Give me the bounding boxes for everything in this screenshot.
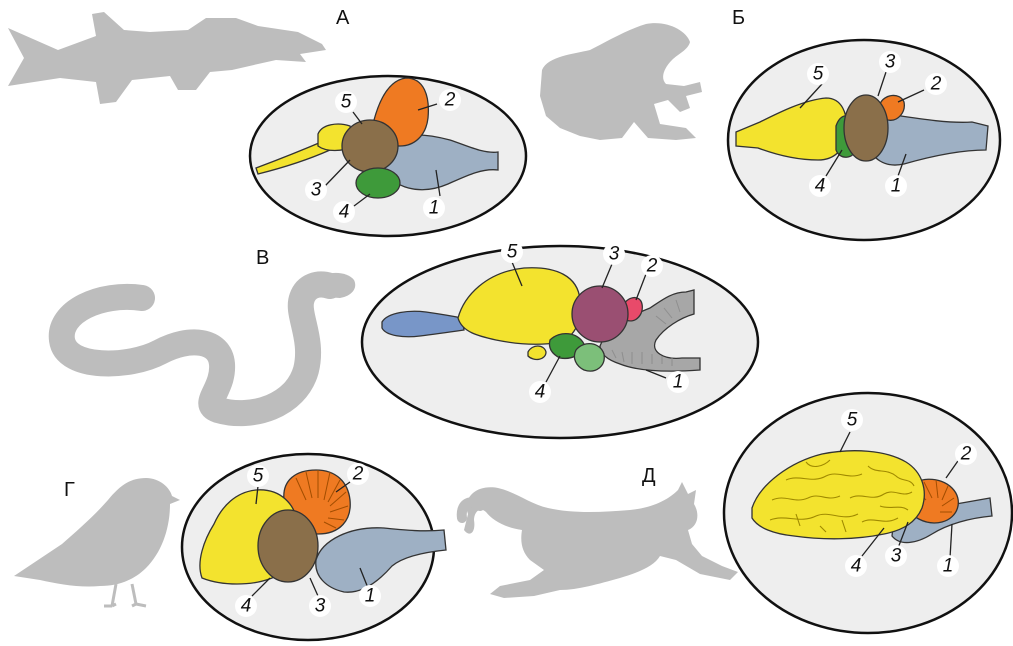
frog-label-5: 5: [813, 64, 824, 85]
snake-label-3: 3: [609, 244, 620, 265]
panel-letter-snake: В: [256, 247, 269, 269]
fish-label-2: 2: [444, 90, 456, 111]
snake-midbrain: [572, 286, 628, 342]
panel-letter-bird: Г: [64, 479, 75, 501]
bird-label-2: 2: [352, 464, 364, 485]
fish-label-5: 5: [341, 92, 352, 113]
mammal-label-5: 5: [847, 410, 858, 431]
snake-silhouette: [62, 285, 330, 414]
bird-label-5: 5: [253, 466, 264, 487]
frog-silhouette: [540, 23, 702, 140]
frog-label-1: 1: [891, 176, 902, 197]
snake-label-5: 5: [507, 242, 518, 263]
frog-label-2: 2: [930, 74, 942, 95]
mammal-label-4: 4: [851, 556, 862, 577]
mammal-label-2: 2: [960, 444, 972, 465]
frog-label-4: 4: [815, 176, 826, 197]
bird-midbrain: [258, 510, 318, 582]
panel-bird: Г 5 2 4 3 1: [14, 454, 446, 640]
mammal-label-1: 1: [943, 556, 954, 577]
panel-letter-mammal: Д: [642, 465, 656, 487]
fish-diencephalon: [356, 168, 400, 198]
snake-label-1: 1: [673, 372, 684, 393]
panel-letter-frog: Б: [732, 7, 745, 29]
pike-silhouette: [8, 12, 326, 104]
frog-midbrain: [844, 95, 888, 161]
fish-midbrain: [342, 120, 398, 172]
panel-letter-fish: А: [336, 7, 350, 29]
panel-frog: Б 5 3 2 4 1: [540, 7, 1000, 240]
bird-silhouette: [14, 478, 180, 587]
panel-fish: А 5 2 3 4 1: [8, 7, 526, 236]
snake-pituitary: [528, 346, 546, 359]
snake-label-4: 4: [535, 382, 546, 403]
frog-label-3: 3: [885, 52, 896, 73]
snake-label-2: 2: [646, 256, 658, 277]
fish-label-4: 4: [339, 202, 350, 223]
fish-label-3: 3: [311, 180, 322, 201]
cat-silhouette: [464, 482, 738, 598]
fish-label-1: 1: [429, 198, 440, 219]
bird-label-3: 3: [315, 596, 326, 617]
snake-diencephalon-lower: [574, 344, 604, 371]
panel-snake: В 5 3 2 4 1: [62, 241, 758, 438]
bird-label-4: 4: [241, 596, 252, 617]
mammal-label-3: 3: [891, 546, 902, 567]
bird-label-1: 1: [365, 586, 376, 607]
bird-legs: [104, 584, 146, 606]
